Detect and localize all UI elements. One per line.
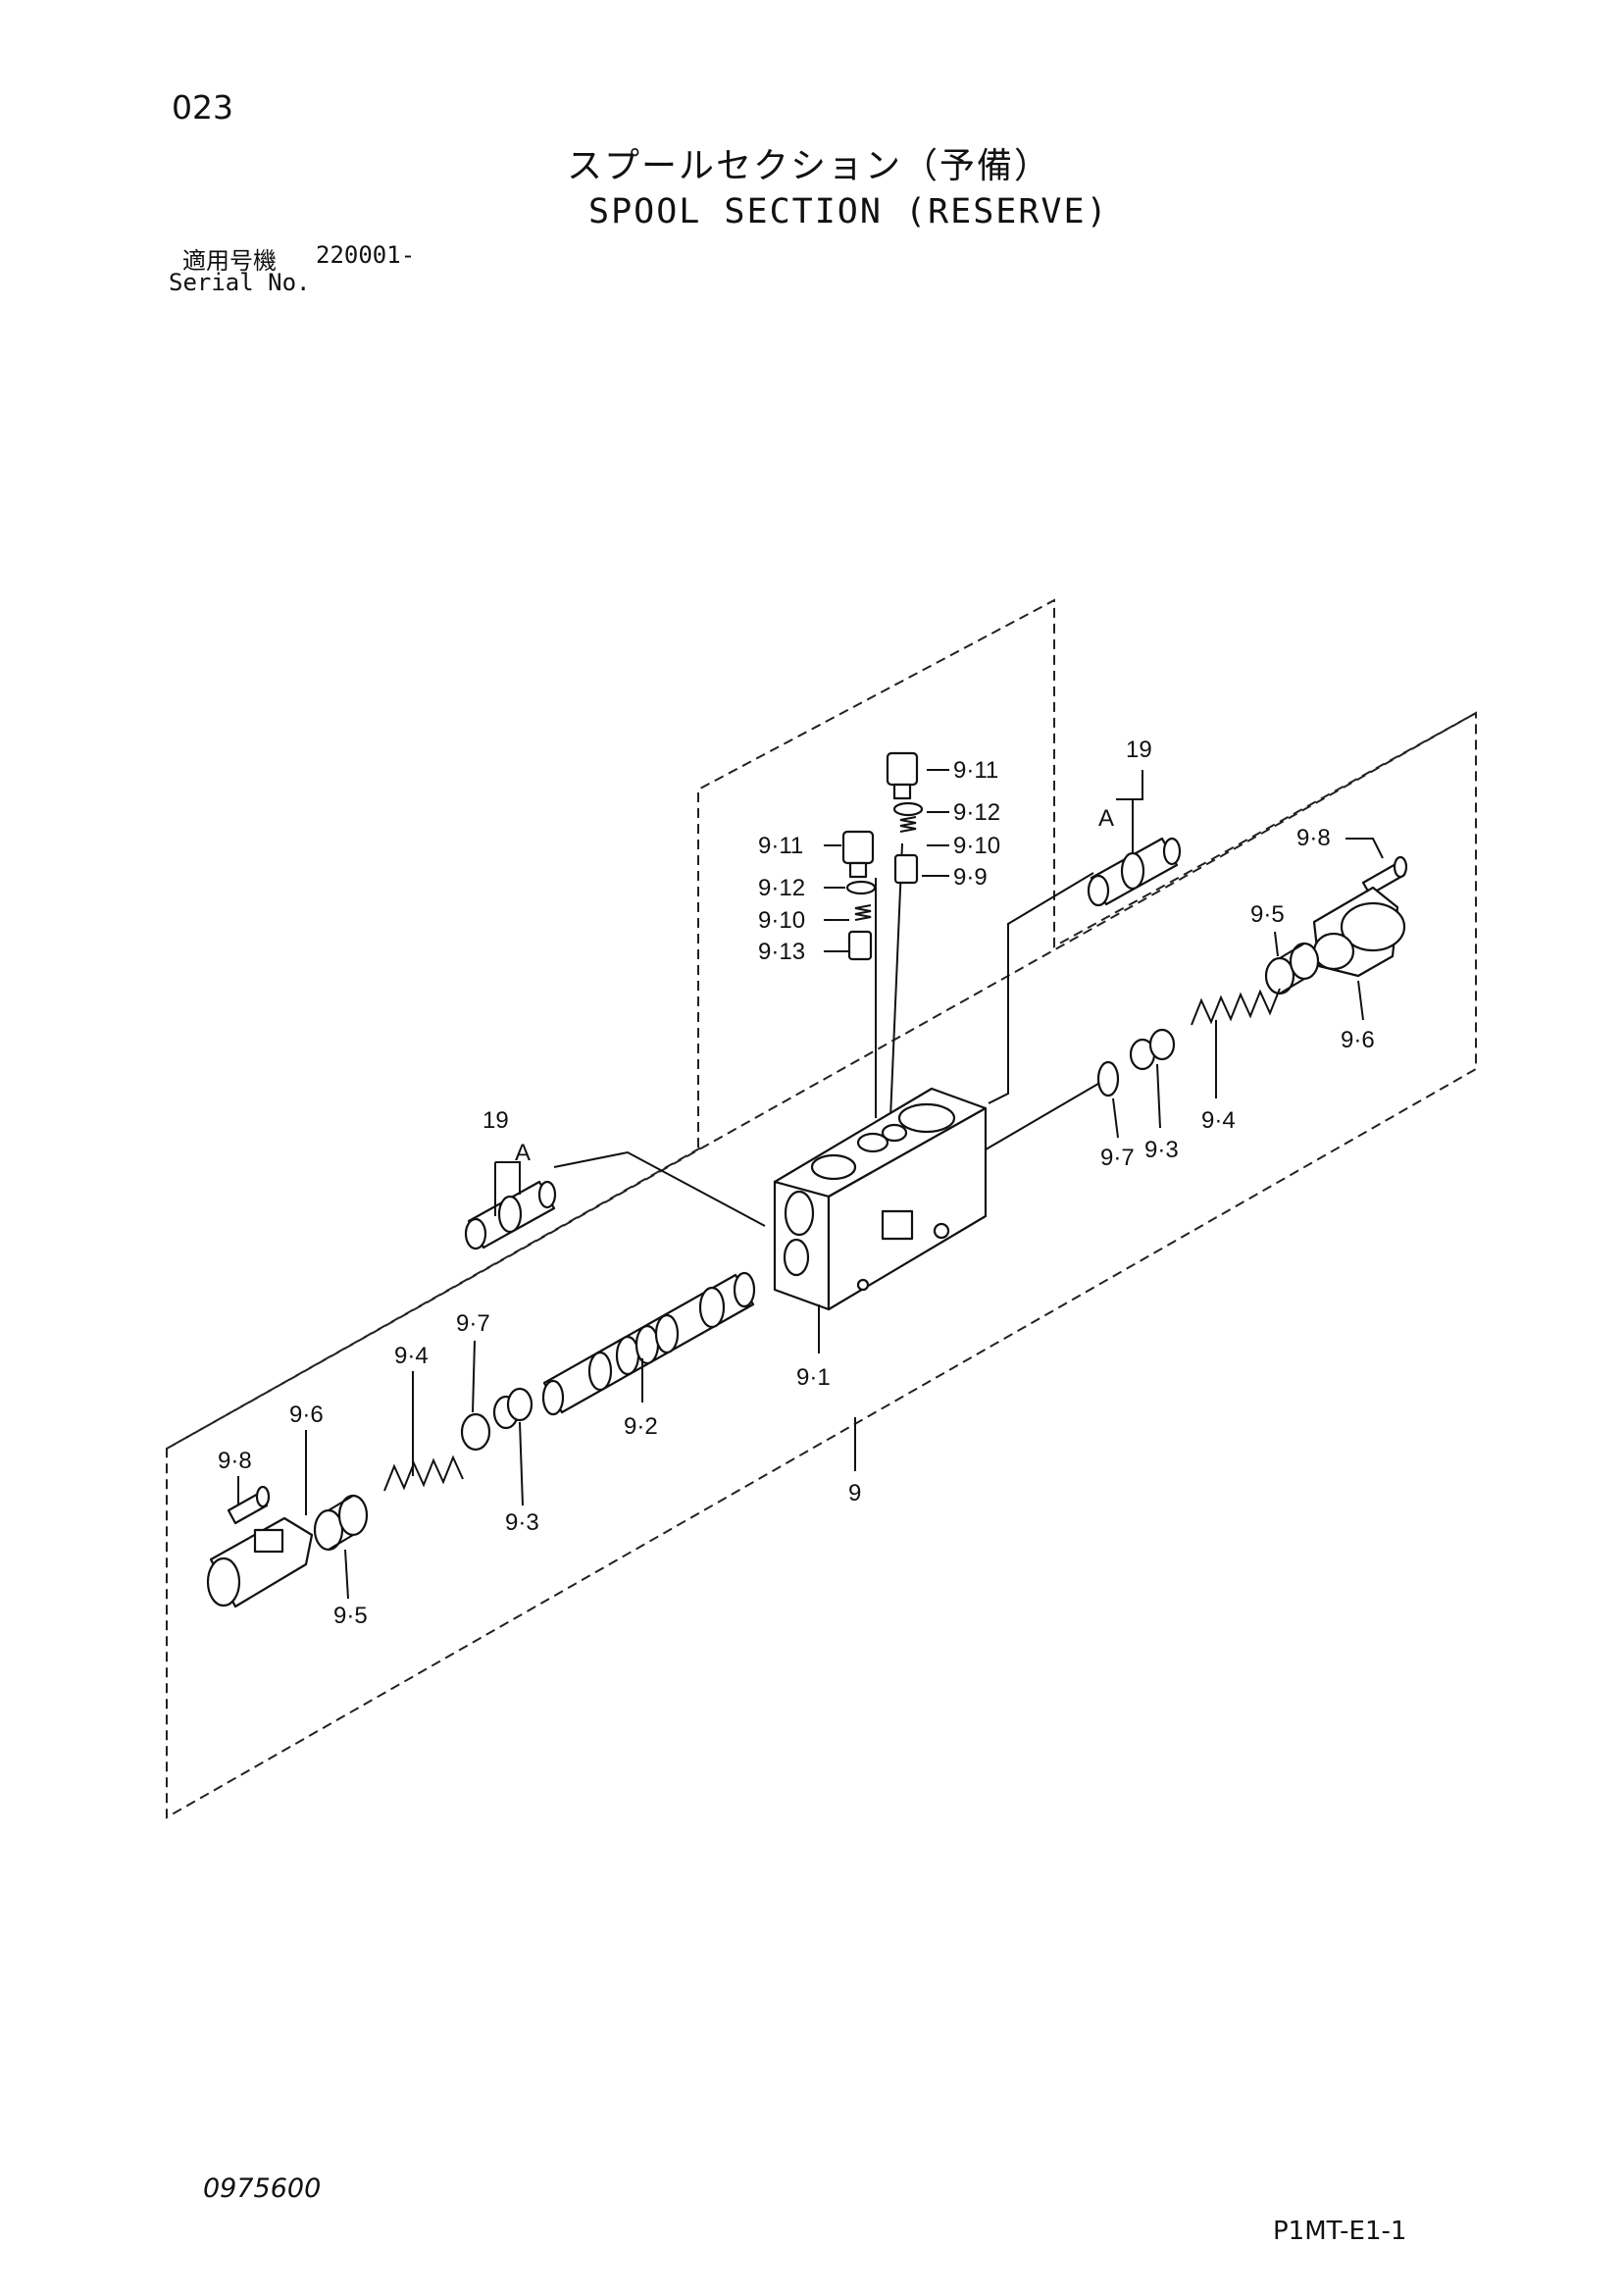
connector-line	[889, 911, 900, 1119]
callout-9-8: 9·8	[1296, 825, 1331, 851]
callout-9-12: 9·12	[758, 875, 805, 901]
callout-9: 9	[848, 1480, 861, 1506]
seat-icon	[1129, 1028, 1176, 1071]
spring-icon	[383, 1454, 464, 1492]
sheet-code: P1MT-E1-1	[1273, 2217, 1407, 2246]
spring-seat-icon	[313, 1494, 369, 1552]
callout-9-4: 9·4	[1201, 1107, 1236, 1134]
spool-icon	[541, 1271, 756, 1416]
page-title-english: SPOOL SECTION (RESERVE)	[588, 192, 1109, 231]
callout-9-10: 9·10	[758, 907, 805, 934]
callout-19: 19	[1126, 737, 1152, 763]
main-dashed-boundary	[166, 712, 1477, 1450]
callout-section-a: A	[515, 1140, 531, 1166]
callout-9-2: 9·2	[624, 1413, 658, 1440]
o-ring-icon	[460, 1412, 491, 1452]
poppet-icon	[847, 853, 919, 961]
callout-9-6: 9·6	[289, 1402, 324, 1428]
spring-icon	[854, 816, 917, 921]
seat-icon	[492, 1387, 533, 1430]
callout-9-1: 9·1	[796, 1364, 831, 1391]
relief-valve-left-icon	[464, 1180, 557, 1250]
page-number: 023	[172, 88, 233, 127]
serial-value: 220001-	[316, 241, 416, 269]
dashed-boundaries	[166, 598, 1477, 1819]
callout-9-7: 9·7	[1100, 1145, 1135, 1171]
serial-label-english: Serial No.	[169, 269, 311, 296]
upper-dashed-boundary	[166, 598, 1477, 1819]
label-leaders	[237, 769, 1384, 1600]
spring-icon	[1191, 988, 1281, 1026]
serial-label-japanese: 適用号機	[182, 247, 277, 275]
callout-9-3: 9·3	[505, 1509, 539, 1536]
o-ring-icon	[845, 801, 924, 895]
callout-9-11: 9·11	[953, 757, 998, 784]
spring-seat-icon	[1264, 942, 1320, 995]
callout-9-7: 9·7	[456, 1310, 490, 1337]
callout-9-13: 9·13	[758, 939, 805, 965]
connector-line	[553, 1150, 766, 1227]
spring-cap-left-icon	[206, 1516, 314, 1608]
callout-9-4: 9·4	[394, 1343, 429, 1369]
document-code: 0975600	[203, 2173, 322, 2204]
valve-body-icon	[773, 1087, 988, 1311]
callout-9-12: 9·12	[953, 799, 1000, 826]
connector-line	[980, 1080, 1104, 1153]
page-title-japanese: スプールセクション（予備）	[567, 146, 1052, 186]
callout-19: 19	[482, 1107, 509, 1134]
plug-icon	[841, 751, 919, 879]
callout-9-3: 9·3	[1144, 1137, 1179, 1163]
callout-9-8: 9·8	[218, 1448, 252, 1474]
callout-9-5: 9·5	[1250, 901, 1285, 928]
spring-cap-right-icon	[1312, 886, 1406, 978]
relief-valve-right-icon	[1087, 837, 1182, 907]
connector-line	[988, 872, 1094, 1104]
callout-section-a: A	[1098, 805, 1114, 832]
callout-9-10: 9·10	[953, 833, 1000, 859]
callout-9-11: 9·11	[758, 833, 803, 859]
callout-9-6: 9·6	[1341, 1027, 1375, 1053]
o-ring-icon	[1096, 1060, 1120, 1097]
callout-9-5: 9·5	[333, 1603, 368, 1629]
callout-9-9: 9·9	[953, 864, 988, 891]
